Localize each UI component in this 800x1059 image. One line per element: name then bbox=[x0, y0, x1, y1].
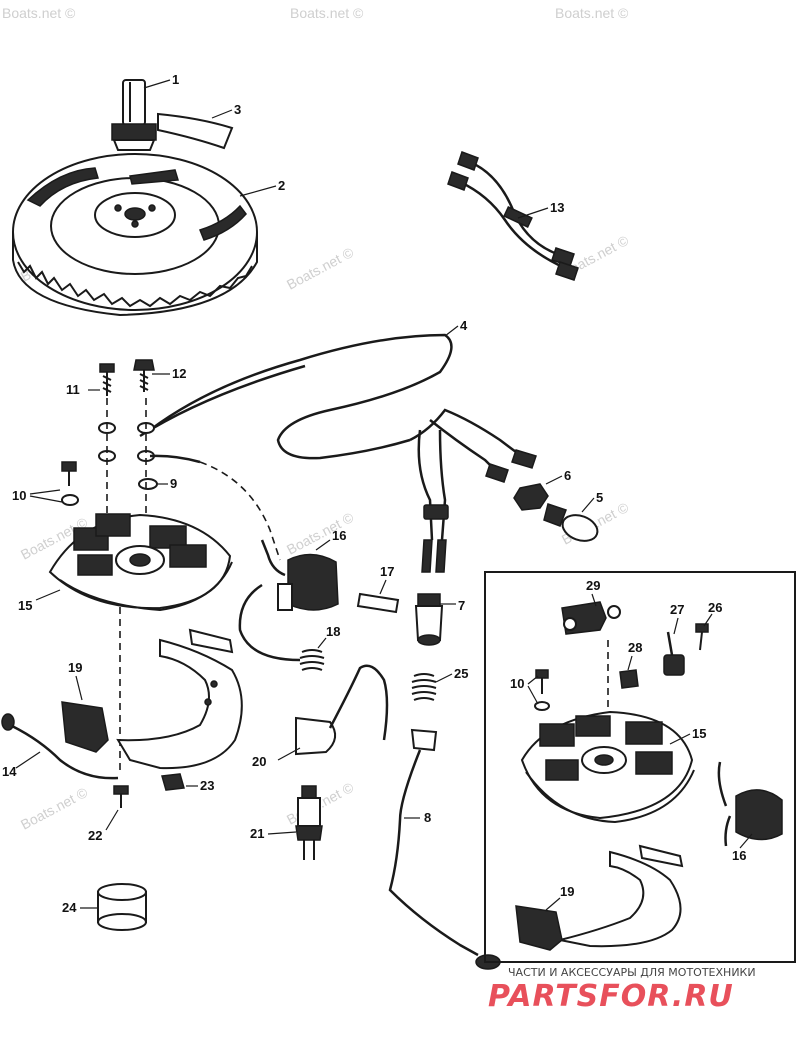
callout-4: 4 bbox=[460, 318, 468, 333]
part-16-ignition-coil bbox=[238, 539, 339, 662]
callout-15-inset: 15 bbox=[692, 726, 706, 741]
callout-10: 10 bbox=[12, 488, 26, 503]
inset-part-19-trigger-bracket bbox=[515, 844, 684, 951]
callout-16: 16 bbox=[332, 528, 346, 543]
callout-7: 7 bbox=[458, 598, 465, 613]
part-12-screw bbox=[133, 359, 155, 392]
inset-part-28-clip bbox=[619, 669, 639, 689]
part-22-screw bbox=[113, 785, 129, 808]
watermark: Boats.net © bbox=[555, 5, 629, 21]
callout-labels: 1 3 2 13 4 11 12 9 10 6 5 15 16 17 7 18 … bbox=[2, 72, 746, 915]
part-4-harness bbox=[139, 333, 537, 573]
callout-9: 9 bbox=[170, 476, 177, 491]
inset-part-26-screw bbox=[695, 623, 709, 651]
brand-logo: PARTSFOR.RU bbox=[488, 979, 734, 1014]
callout-17: 17 bbox=[380, 564, 394, 579]
callout-12: 12 bbox=[172, 366, 186, 381]
callout-8: 8 bbox=[424, 810, 431, 825]
part-9-washer bbox=[138, 478, 158, 490]
part-20-spark-plug-boot bbox=[295, 664, 389, 756]
ground-terminals bbox=[98, 422, 201, 464]
part-24-spacer bbox=[97, 883, 147, 931]
part-19-trigger-bracket bbox=[61, 628, 243, 770]
inset-box bbox=[484, 571, 796, 963]
part-7-terminal bbox=[414, 593, 444, 646]
callout-23: 23 bbox=[200, 778, 214, 793]
watermark: Boats.net © bbox=[2, 5, 76, 21]
part-11-screw bbox=[99, 363, 115, 396]
callout-21: 21 bbox=[250, 826, 264, 841]
part-17-pin bbox=[356, 592, 400, 614]
leader-lines bbox=[15, 79, 753, 911]
callout-20: 20 bbox=[252, 754, 266, 769]
inset-part-29-bracket bbox=[561, 601, 621, 635]
callout-16-inset: 16 bbox=[732, 848, 746, 863]
callout-6: 6 bbox=[564, 468, 571, 483]
callout-24: 24 bbox=[62, 900, 77, 915]
callout-3: 3 bbox=[234, 102, 241, 117]
callout-26: 26 bbox=[708, 600, 722, 615]
callout-25: 25 bbox=[454, 666, 468, 681]
watermark: Boats.net © bbox=[290, 5, 364, 21]
part-25-spring bbox=[411, 673, 437, 701]
inset-part-10-screw bbox=[534, 669, 550, 711]
part-21-spark-plug bbox=[295, 785, 323, 860]
callout-19: 19 bbox=[68, 660, 82, 675]
brand-logo-part2: FOR.RU bbox=[599, 979, 734, 1014]
callout-11: 11 bbox=[66, 382, 80, 397]
part-1-flywheel-nut bbox=[111, 79, 157, 151]
part-3-key bbox=[157, 112, 234, 150]
callout-10-inset: 10 bbox=[510, 676, 524, 691]
callout-1: 1 bbox=[172, 72, 179, 87]
watermark: Boats.net © bbox=[284, 244, 357, 293]
watermark: Boats.net © bbox=[18, 784, 91, 833]
inset-part-27-sensor bbox=[663, 631, 685, 676]
part-14-ground-lead bbox=[1, 713, 119, 780]
inset-part-16-coil bbox=[717, 761, 783, 847]
part-6-nut bbox=[513, 483, 549, 511]
callout-14: 14 bbox=[2, 764, 17, 779]
footer-banner-text: ЧАСТИ И АКСЕССУАРЫ ДЛЯ МОТОТЕХНИКИ bbox=[508, 966, 756, 979]
part-13-jumper-wire bbox=[447, 151, 579, 281]
callout-28: 28 bbox=[628, 640, 642, 655]
callout-5: 5 bbox=[596, 490, 603, 505]
callout-18: 18 bbox=[326, 624, 340, 639]
part-10-screw-washer bbox=[61, 461, 79, 506]
callout-15: 15 bbox=[18, 598, 32, 613]
part-8-lead bbox=[388, 728, 501, 970]
part-2-flywheel bbox=[12, 153, 258, 317]
callout-2: 2 bbox=[278, 178, 285, 193]
brand-logo-part1: PARTS bbox=[488, 979, 599, 1014]
part-18-spring bbox=[299, 649, 325, 671]
callout-29: 29 bbox=[586, 578, 600, 593]
callout-19-inset: 19 bbox=[560, 884, 574, 899]
callout-22: 22 bbox=[88, 828, 102, 843]
part-5-sensor bbox=[543, 503, 599, 542]
inset-part-15-stator-plate bbox=[520, 710, 695, 824]
part-23-clip bbox=[161, 773, 185, 791]
footer-brand: ЧАСТИ И АКСЕССУАРЫ ДЛЯ МОТОТЕХНИКИ PARTS… bbox=[488, 966, 756, 1014]
callout-27: 27 bbox=[670, 602, 684, 617]
part-15-stator-plate bbox=[48, 513, 233, 612]
callout-13: 13 bbox=[550, 200, 564, 215]
